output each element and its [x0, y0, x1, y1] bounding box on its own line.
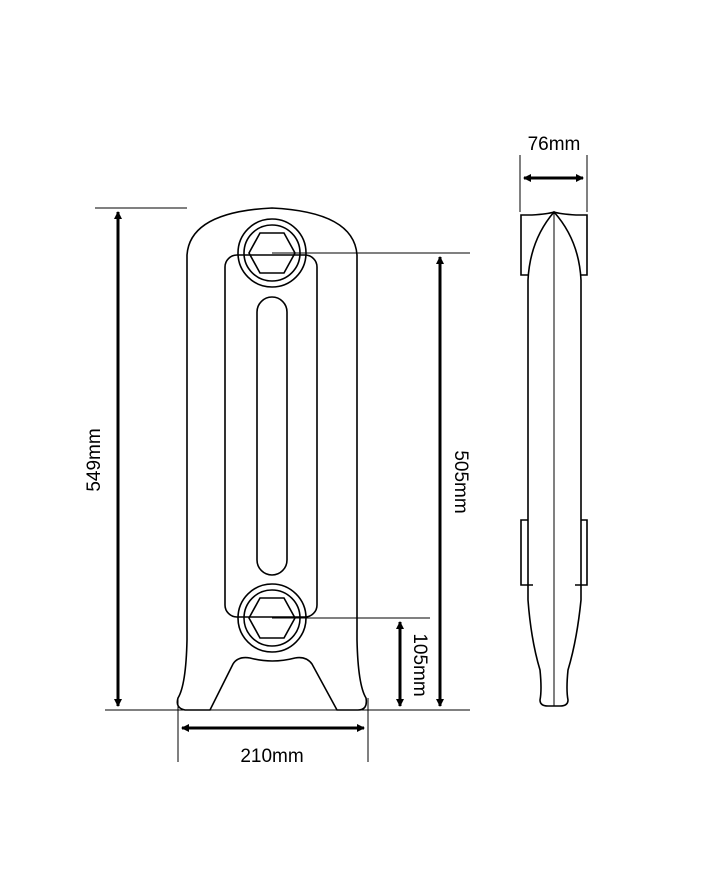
front-body-outline [176, 207, 368, 711]
extension-lines [95, 155, 588, 762]
height-label: 549mm [84, 428, 105, 491]
front-slot [256, 296, 288, 576]
bottom-left-flange [520, 519, 533, 586]
front-panel [224, 254, 318, 618]
pipe-height-label: 105mm [409, 633, 430, 696]
width-label: 210mm [240, 746, 303, 767]
side-view [520, 210, 588, 707]
depth-label: 76mm [528, 134, 581, 155]
pipe-centres-label: 505mm [450, 450, 471, 513]
front-view [176, 207, 368, 711]
